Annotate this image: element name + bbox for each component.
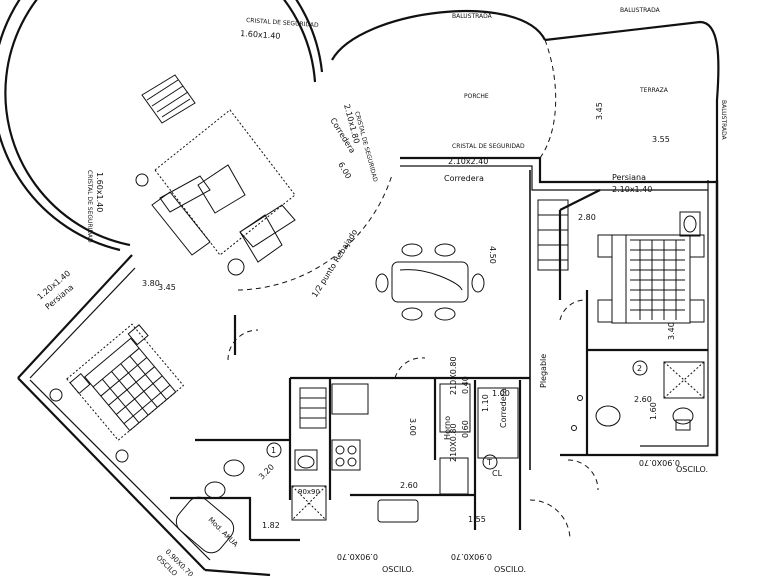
label-terraza: TERRAZA [639,87,669,94]
label-dim-600: 6.00 [336,161,353,181]
label-dim-210x080: 210X0.80 [449,356,458,395]
label-dim-155: 1.55 [468,515,486,524]
label-dim-340: 3.40 [667,322,676,340]
label-mod-agua: Mod. AKUA [207,516,240,549]
label-dim-450: 4.50 [488,246,497,264]
label-oscilo-4: OSCILO. [494,565,526,574]
walls [0,0,720,576]
label-balaustrada-3: BALUSTRADA [720,100,727,141]
label-dim-345b: 3.45 [158,283,176,292]
label-plegable: Plegable [539,354,548,388]
label-corredera-2: Corredera [444,174,484,183]
label-dim-260b: 2.60 [400,481,418,490]
door-swings [227,39,599,541]
bedroom-2-furniture [66,323,185,441]
label-dim-160: 1.60 [649,402,658,420]
label-dim-280: 2.80 [578,213,596,222]
room-marker-1: 1 [271,446,276,455]
label-dim-160x140: 1.60x1.40 [240,29,281,41]
label-dim-040: 0.40 [461,376,470,394]
label-dim-210x140: 2.10x1.40 [612,185,652,194]
bathroom-fixtures [49,211,705,554]
living-furniture [135,109,296,276]
label-cristal-seguridad-2: CRISTAL DE SEGURIDAD [353,111,379,183]
label-dim-380: 3.80 [142,279,160,288]
label-horno: Horno [443,416,452,440]
label-corredera-3: Corredera [499,388,508,428]
label-dim-110: 1.10 [481,394,490,412]
label-persiana: Persiana [612,173,646,182]
fireplace [141,74,196,124]
label-balaustrada-2: BALUSTRADA [620,7,661,14]
label-oscilo-1: OSCILO. [676,465,708,474]
label-oscilo-1-dim: 0.90X0.70 [639,458,680,467]
label-dim-210x080b: 210X0.80 [449,423,458,462]
label-dim-355: 3.55 [652,135,670,144]
dining-table [375,243,485,321]
label-oscilo-3-dim: 0.90X0.70 [337,552,378,561]
label-cristal-seguridad-3: CRISTAL DE SEGURIDAD [452,143,525,150]
kitchen [299,383,519,523]
label-dim-345: 3.45 [595,102,604,120]
label-cl: CL [492,469,503,478]
label-t: T [486,458,492,467]
label-oscilo-3: OSCILO. [382,565,414,574]
label-dim-182: 1.82 [262,521,280,530]
label-oscilo-4-dim: 0.90X0.70 [451,552,492,561]
label-porche: PORCHE [464,93,489,100]
label-dim-320: 3.20 [257,462,276,481]
label-dim-100: 1.00 [492,389,510,398]
room-markers [266,360,648,458]
label-medio-punto: 1/2 punto Rebajado [310,228,359,299]
label-dim-260: 2.60 [634,395,652,404]
label-dim-160x140b: 1.60x1.40 [95,172,104,212]
label-dim-060: 0.60 [461,420,470,438]
label-dim-210x240: 2.10x2.40 [448,157,488,166]
label-dim-90x90: 90x90 [298,488,320,496]
label-dim-300: 3.00 [408,418,417,436]
bedroom-1-furniture [537,199,705,324]
label-cristal-seguridad-4: CRISTAL DE SEGURIDAD [86,170,93,243]
room-marker-2: 2 [637,364,642,373]
label-balaustrada-1: BALUSTRADA [452,13,493,20]
